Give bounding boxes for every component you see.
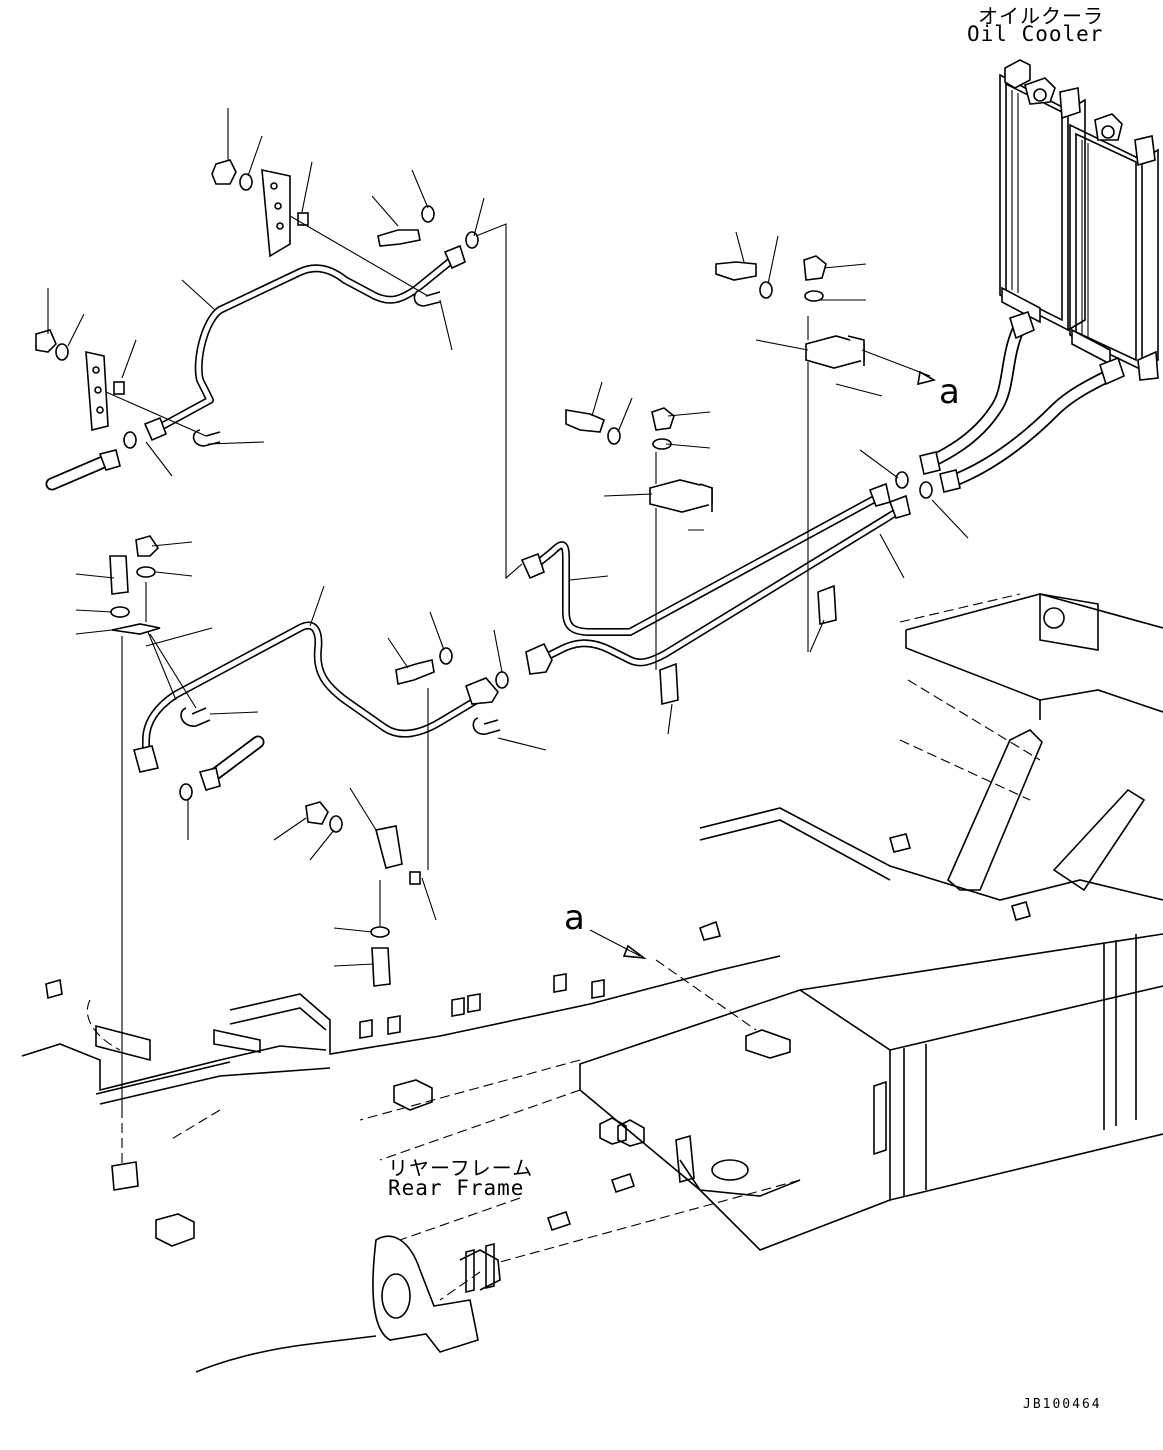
view-a-arrow-lower <box>589 929 647 960</box>
bolts-nuts-washers <box>35 159 933 987</box>
rear-frame-label-en: Rear Frame <box>388 1176 525 1200</box>
upper-left-pipe <box>143 244 466 447</box>
rear-frame-label-jp: リヤーフレーム <box>388 1156 534 1180</box>
view-a-label-upper: a <box>939 372 960 412</box>
frame-dashed-lines <box>86 593 1041 1301</box>
drawing-code: JB100464 <box>1023 1397 1102 1412</box>
cooler-hoses <box>919 310 1125 493</box>
view-a-label-lower: a <box>564 898 585 938</box>
rear-frame <box>21 593 1163 1373</box>
oil-cooler-label-en: Oil Cooler <box>967 22 1104 46</box>
oil-cooler <box>999 59 1159 381</box>
oil-cooler-label-jp: オイルクーラ <box>978 4 1104 28</box>
leader-lines <box>47 108 969 1108</box>
lower-left-pipe <box>133 621 501 791</box>
center-pipes <box>45 449 911 675</box>
clamp-plates <box>85 168 865 869</box>
